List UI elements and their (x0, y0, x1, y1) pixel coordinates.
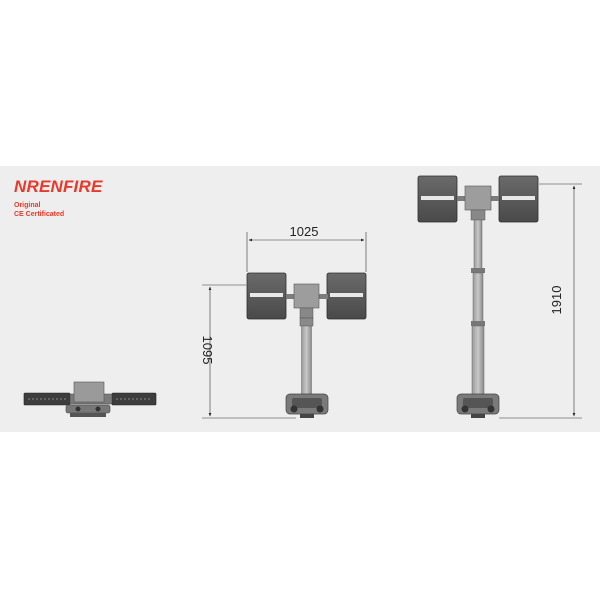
max-height-dimension-label: 1910 (549, 286, 564, 315)
brand-logo-text: NRENFIRE (14, 177, 103, 196)
brand-original-label: Original (14, 202, 41, 209)
width-dimension (246, 232, 367, 272)
width-dimension-label: 1025 (290, 224, 319, 239)
min-height-dimension-label: 1095 (200, 336, 215, 365)
max-height-dimension (499, 183, 582, 419)
brand-ce-label: CE Certificated (14, 211, 65, 218)
max-height-light-tower-view (417, 175, 539, 418)
folded-light-tower-view (23, 381, 157, 417)
min-height-light-tower-view (246, 272, 367, 418)
min-height-dimension (202, 284, 296, 419)
